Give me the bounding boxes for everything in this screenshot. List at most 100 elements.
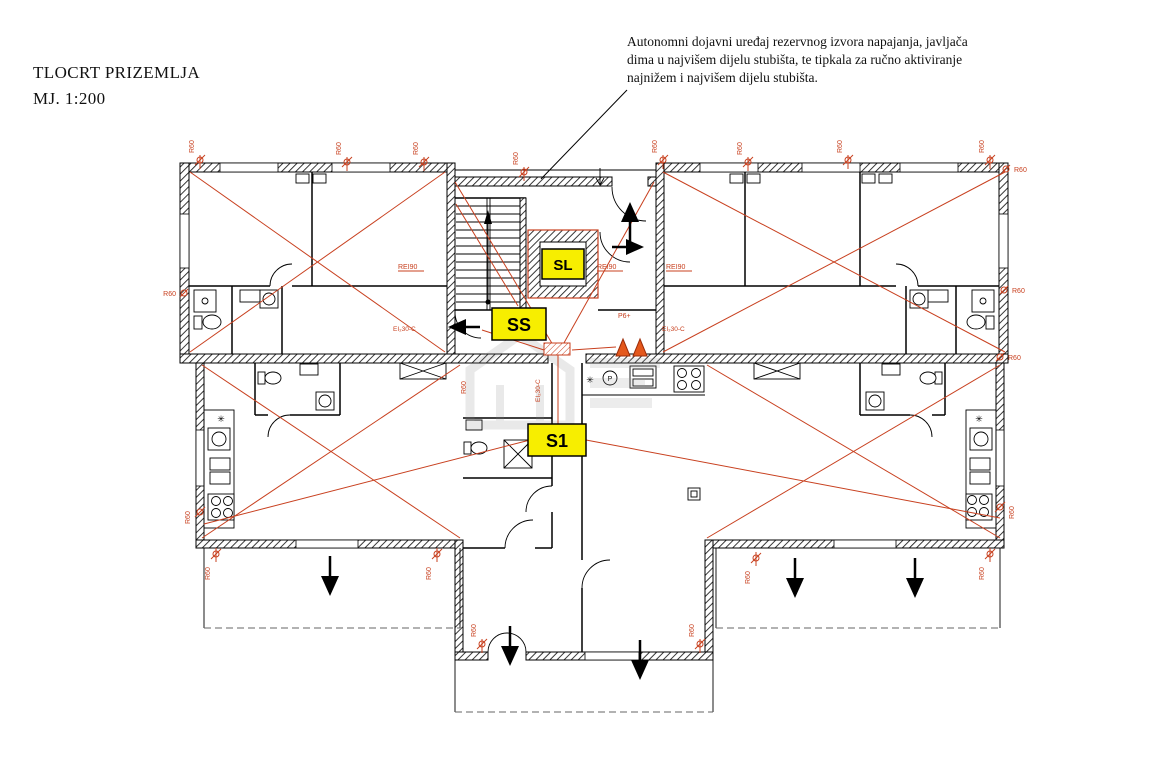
bathroom-fixtures-center xyxy=(463,419,533,469)
zone-label-sl: SL xyxy=(553,257,572,274)
r60-marker: R60 xyxy=(837,140,854,169)
zone-labels: SL SS S1 xyxy=(491,248,587,457)
r60-marker: R60 xyxy=(205,548,222,580)
exit-arrow-left xyxy=(448,319,480,335)
p6-label: P6+ xyxy=(618,313,631,320)
bathroom-fixtures-upper-right xyxy=(909,289,995,330)
zone-label-sl-box xyxy=(541,248,585,280)
fire-rating-labels: REI90 REI90 REI90 EI₂30-C EI₂30-C EI₂30-… xyxy=(393,264,692,402)
exit-arrow-up xyxy=(621,202,639,242)
r60-marker: R60 xyxy=(652,140,669,169)
canopy-arrow-down xyxy=(595,168,605,186)
ei230c-label: EI₂30-C xyxy=(535,379,542,402)
svg-text:R60: R60 xyxy=(426,567,433,580)
zone-label-s1-box xyxy=(527,423,587,457)
window xyxy=(179,213,190,269)
kitchen-symbol: ✳ xyxy=(586,375,594,385)
annotation-note: Autonomni dojavni uređaj rezervnog izvor… xyxy=(627,34,968,85)
terrace-outlines xyxy=(203,548,1001,713)
svg-text:R60: R60 xyxy=(1012,288,1025,295)
window xyxy=(998,213,1009,269)
r60-marker: R60 xyxy=(979,548,996,580)
window xyxy=(801,162,861,173)
rei90-label: REI90 xyxy=(597,264,617,271)
r60-marker: R60 xyxy=(471,624,488,653)
staircase xyxy=(455,197,527,311)
r60-marker: R60 xyxy=(189,140,206,169)
kitchen-symbol: ✳ xyxy=(217,414,225,424)
dishwasher-symbol: P xyxy=(608,376,613,383)
window xyxy=(995,429,1005,487)
r60-marker: R60 xyxy=(995,352,1021,362)
svg-text:R60: R60 xyxy=(837,140,844,153)
exit-arrow-down xyxy=(321,556,339,596)
svg-text:R60: R60 xyxy=(185,511,192,524)
r60-marker: R60 xyxy=(979,140,996,169)
door-swings xyxy=(267,186,933,653)
window xyxy=(219,162,279,173)
r60-marker: R60 xyxy=(745,552,762,584)
bathroom-fixtures-lower-right xyxy=(865,363,943,411)
exit-arrow-down xyxy=(786,558,804,598)
stair-direction-arrow xyxy=(484,210,492,305)
fire-panel-symbol xyxy=(543,342,571,356)
drawing-scale: MJ. 1:200 xyxy=(33,89,106,109)
svg-text:R60: R60 xyxy=(513,152,520,165)
bathroom-fixtures-lower-left xyxy=(257,363,335,411)
svg-text:R60: R60 xyxy=(689,624,696,637)
window xyxy=(584,651,640,661)
svg-text:R60: R60 xyxy=(979,140,986,153)
annotation-leader-line xyxy=(540,89,628,180)
svg-text:R60: R60 xyxy=(979,567,986,580)
svg-text:R60: R60 xyxy=(745,571,752,584)
kitchen-symbol: ✳ xyxy=(975,414,983,424)
fire-coverage-lines xyxy=(189,171,1006,539)
kitchen-center: ✳ P xyxy=(586,365,705,393)
r60-marker: R60 xyxy=(994,501,1016,519)
window xyxy=(899,162,959,173)
svg-text:R60: R60 xyxy=(413,142,420,155)
exit-arrow-down xyxy=(631,640,649,680)
svg-text:R60: R60 xyxy=(1009,506,1016,519)
exit-arrow-down xyxy=(906,558,924,598)
fire-extinguisher-symbol xyxy=(632,337,648,357)
bathroom-fixtures-upper-left xyxy=(193,289,279,330)
r60-marker: R60 xyxy=(513,152,530,181)
svg-text:R60: R60 xyxy=(205,567,212,580)
r60-marker: R60 xyxy=(185,506,206,524)
r60-marker: R60 xyxy=(413,142,430,171)
r60-markers: R60 R60 R60 R60 R60 R60 R60 R60 R60 R60 … xyxy=(163,140,1027,653)
escape-route-arrows xyxy=(321,168,924,680)
svg-text:R60: R60 xyxy=(1014,167,1027,174)
ei230c-label: EI₂30-C xyxy=(662,326,685,333)
r60-marker: R60 xyxy=(999,285,1025,295)
rei90-label: REI90 xyxy=(666,264,686,271)
kitchen-right: ✳ xyxy=(965,409,997,529)
r60-marker: R60 xyxy=(689,624,706,653)
svg-text:R60: R60 xyxy=(471,624,478,637)
window xyxy=(331,162,391,173)
svg-text:R60: R60 xyxy=(336,142,343,155)
kitchen-left: ✳ xyxy=(203,409,235,529)
r60-marker: R60 xyxy=(1001,164,1027,174)
interior-partitions xyxy=(189,172,999,652)
exterior-walls xyxy=(179,162,1009,661)
drawing-title: TLOCRT PRIZEMLJA xyxy=(33,63,201,82)
furniture xyxy=(295,173,893,184)
svg-text:R60: R60 xyxy=(652,140,659,153)
exit-arrow-down xyxy=(501,626,519,666)
svg-text:R60: R60 xyxy=(1008,355,1021,362)
r60-marker: R60 xyxy=(336,142,353,171)
svg-text:R60: R60 xyxy=(189,140,196,153)
drawing-title-block: TLOCRT PRIZEMLJA MJ. 1:200 xyxy=(33,60,200,113)
svg-text:R60: R60 xyxy=(163,291,176,298)
service-risers xyxy=(399,362,801,501)
r60-marker: R60 xyxy=(737,142,754,171)
ei230c-label: EI₂30-C xyxy=(393,326,416,333)
r60-marker: R60 xyxy=(163,288,189,298)
zone-label-s1: S1 xyxy=(546,431,568,451)
rei90-label: REI90 xyxy=(398,264,418,271)
zone-label-ss: SS xyxy=(507,315,531,335)
